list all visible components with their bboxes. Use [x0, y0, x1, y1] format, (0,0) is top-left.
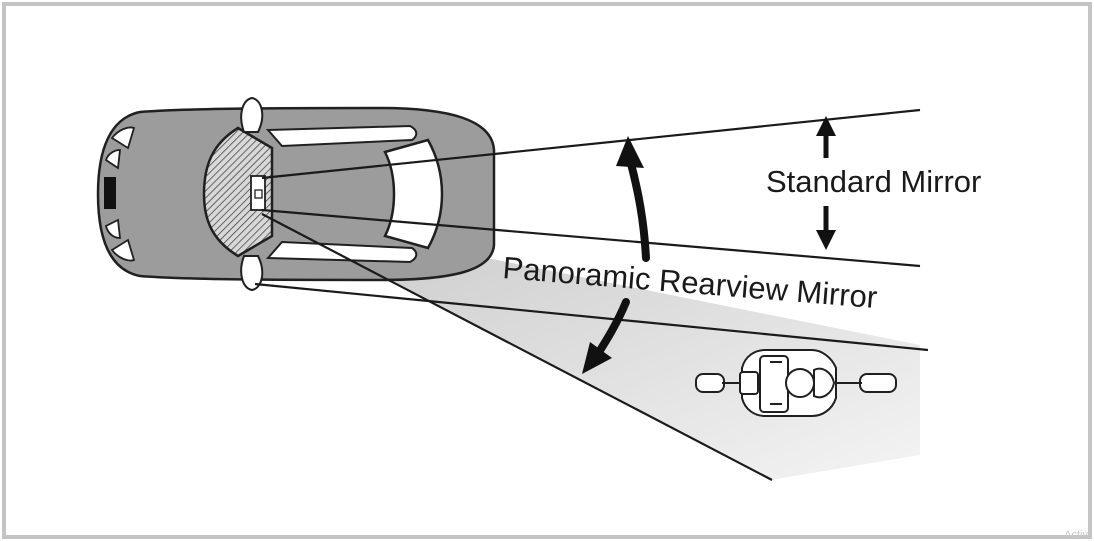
standard-mirror-upper-line [261, 108, 921, 180]
standard-mirror-lower-line [261, 208, 921, 268]
motorcycle-icon [695, 349, 897, 417]
panoramic-mirror-lower-line [261, 213, 773, 481]
curved-arrow-icon [582, 136, 650, 374]
car-icon [96, 96, 496, 292]
double-arrow-icon [816, 116, 836, 250]
view-lines [254, 108, 929, 481]
standard-mirror-label: Standard Mirror [766, 164, 981, 199]
side-mirror-line [254, 282, 929, 352]
corner-watermark-text: Activ [1064, 529, 1088, 541]
